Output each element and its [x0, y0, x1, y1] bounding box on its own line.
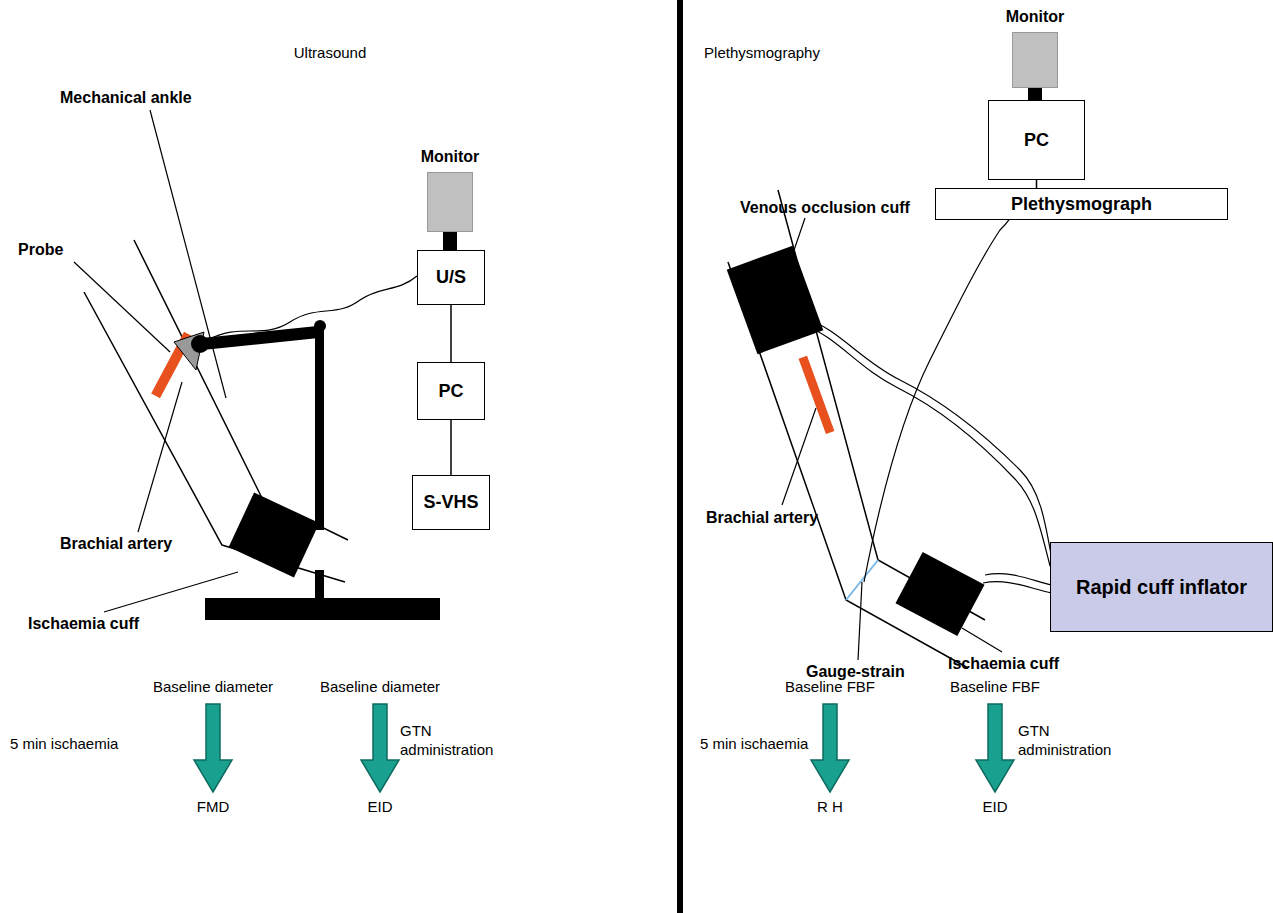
stand-pole	[315, 330, 324, 530]
box-label: S-VHS	[423, 492, 478, 513]
text-label: Ultrasound	[294, 44, 367, 63]
monitor: Monitor	[420, 148, 480, 232]
device-box: Plethysmograph	[935, 188, 1228, 220]
text-label: GTN administration	[1018, 722, 1128, 760]
probe-cable	[208, 276, 417, 340]
gauge-wire	[864, 217, 1011, 582]
brachial-artery	[799, 356, 835, 434]
box-label: Plethysmograph	[1011, 194, 1152, 215]
device-box: PC	[417, 362, 485, 420]
connector	[450, 420, 452, 475]
device-box: PC	[988, 100, 1085, 180]
mechanical-arm	[202, 332, 318, 344]
ischaemia-cuff	[229, 493, 320, 578]
text-label: Baseline diameter	[153, 678, 273, 697]
text-label: EID	[367, 798, 392, 817]
text-label: Brachial artery	[706, 508, 818, 528]
text-label: Mechanical ankle	[60, 88, 192, 108]
device-box: Rapid cuff inflator	[1050, 542, 1273, 632]
text-label: Ischaemia cuff	[28, 614, 139, 634]
text-label: Ischaemia cuff	[948, 654, 1059, 674]
connector	[450, 305, 452, 362]
monitor-label: Monitor	[1004, 8, 1066, 26]
text-label: FMD	[197, 798, 230, 817]
text-label: 5 min ischaemia	[10, 735, 118, 754]
monitor-label: Monitor	[420, 148, 480, 166]
box-label: PC	[438, 381, 463, 402]
device-box: U/S	[417, 250, 485, 305]
text-label: EID	[982, 798, 1007, 817]
connector	[443, 232, 457, 250]
process-arrows	[194, 704, 1014, 792]
stand-base	[205, 598, 440, 620]
text-label: Baseline FBF	[950, 678, 1040, 697]
box-label: Rapid cuff inflator	[1076, 576, 1247, 599]
connector	[1036, 180, 1038, 188]
cuff-tubes	[805, 318, 1052, 593]
text-label: GTN administration	[400, 722, 510, 760]
text-label: Plethysmography	[704, 44, 820, 63]
text-label: Brachial artery	[60, 534, 172, 554]
monitor: Monitor	[1004, 8, 1066, 88]
text-label: R H	[817, 798, 843, 817]
connector	[1028, 88, 1042, 100]
text-label: 5 min ischaemia	[700, 735, 808, 754]
box-label: U/S	[436, 267, 466, 288]
venous-occlusion-cuff	[727, 246, 824, 355]
monitor-screen	[1012, 32, 1058, 88]
text-label: Baseline FBF	[785, 678, 875, 697]
box-label: PC	[1024, 130, 1049, 151]
divider	[677, 0, 683, 913]
monitor-screen	[427, 172, 473, 232]
arm-outline	[84, 240, 348, 582]
device-box: S-VHS	[412, 475, 490, 530]
gauge-strain	[846, 560, 878, 600]
text-label: Baseline diameter	[320, 678, 440, 697]
ischaemia-cuff	[895, 552, 984, 636]
text-label: Venous occlusion cuff	[740, 198, 910, 218]
stand-pole	[315, 570, 324, 602]
text-label: Probe	[18, 240, 63, 260]
mechanical-joint	[191, 335, 209, 353]
